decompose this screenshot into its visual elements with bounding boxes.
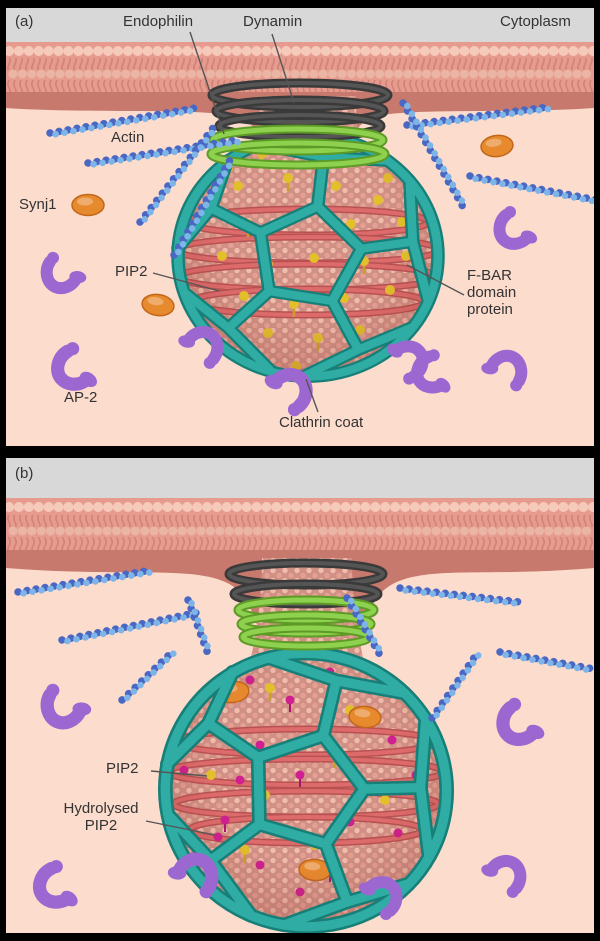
label-synj1: Synj1 <box>19 196 57 213</box>
figure-artwork <box>6 8 594 933</box>
panel-a-tag: (a) <box>15 13 34 30</box>
dynamin-rings <box>207 78 393 142</box>
actin-filaments <box>14 566 594 723</box>
label-ap2: AP-2 <box>64 389 98 406</box>
leader-lines-b <box>145 770 216 836</box>
label-cytoplasm: Cytoplasm <box>500 13 571 30</box>
actin-filaments <box>46 98 594 260</box>
label-dynamin: Dynamin <box>243 13 303 30</box>
panel-b <box>6 458 594 933</box>
label-fbar: F-BAR domain protein <box>467 267 517 318</box>
label-endophilin: Endophilin <box>123 13 194 30</box>
extracellular-band <box>6 8 594 42</box>
coated-vesicle <box>150 637 463 933</box>
label-pip2-a: PIP2 <box>115 263 148 280</box>
label-clathrin-coat: Clathrin coat <box>279 414 364 431</box>
panel-b-tag: (b) <box>15 465 34 482</box>
label-hydrolysed-pip2: Hydrolysed PIP2 <box>63 800 139 834</box>
extracellular-band <box>6 458 594 498</box>
plasma-membrane <box>6 498 594 644</box>
leader-lines-a <box>152 31 465 413</box>
panel-a <box>6 8 594 446</box>
label-actin: Actin <box>111 129 145 146</box>
label-pip2-b: PIP2 <box>106 760 139 777</box>
endophilin-rings <box>206 124 390 170</box>
coated-vesicle <box>176 135 440 377</box>
